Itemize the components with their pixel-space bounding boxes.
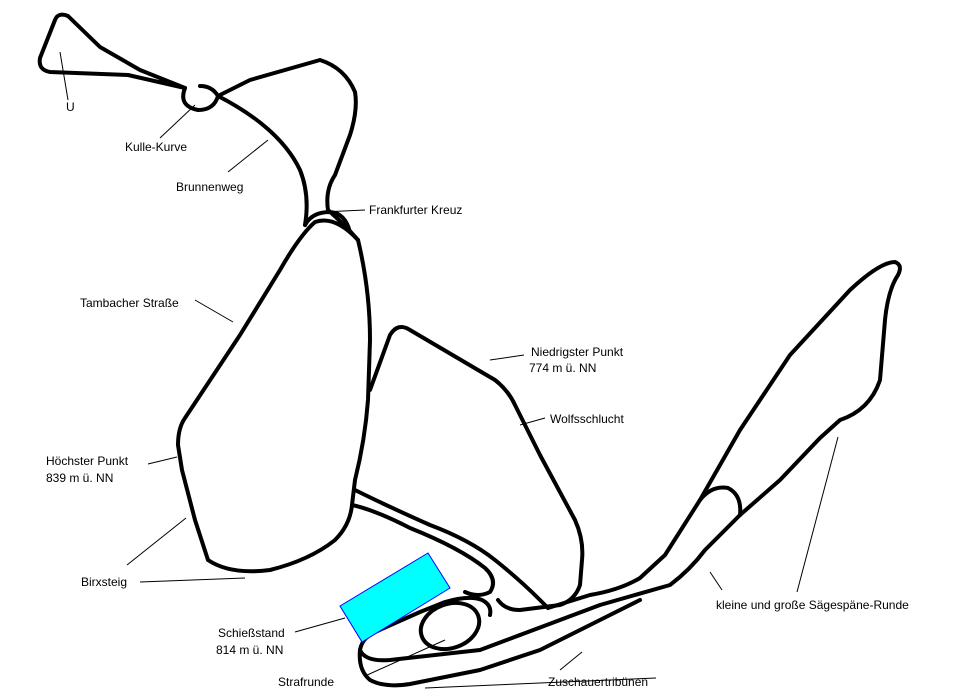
leader-schiessstand xyxy=(294,617,346,633)
label-schiessstand: Schießstand xyxy=(218,626,285,640)
labels: U Kulle-Kurve Brunnenweg Frankfurter Kre… xyxy=(46,100,909,689)
leader-zuschauer-1 xyxy=(559,651,583,671)
track-upper-loop xyxy=(216,58,360,242)
track-lines xyxy=(37,12,902,688)
leader-saege-1 xyxy=(709,571,723,591)
leader-u xyxy=(59,51,69,101)
label-birxsteig: Birxsteig xyxy=(81,575,127,589)
leader-lines xyxy=(59,51,839,689)
label-zuschauertribuenen: Zuschauertribünen xyxy=(548,675,648,689)
track-strafrunde xyxy=(418,600,482,652)
leader-tambacher xyxy=(194,299,234,323)
leader-brunnenweg xyxy=(227,139,269,173)
leader-birxsteig xyxy=(126,517,187,566)
label-niedrigster-punkt-height: 774 m ü. NN xyxy=(529,361,596,375)
leader-saege-2 xyxy=(796,436,839,593)
track-saegespaene-inner xyxy=(698,485,743,517)
leader-hoechster xyxy=(147,456,178,465)
track-kulle-kurve xyxy=(181,84,220,112)
label-hoechster-punkt-height: 839 m ü. NN xyxy=(46,471,113,485)
label-schiessstand-height: 814 m ü. NN xyxy=(216,643,283,657)
track-inner-return xyxy=(350,503,496,597)
leader-zuschauer-2 xyxy=(424,677,657,689)
label-saegespaene-runde: kleine und große Sägespäne-Runde xyxy=(716,598,909,612)
track-stadium-lower xyxy=(357,598,642,688)
leader-kulle-kurve xyxy=(159,104,196,139)
track-brunnenweg xyxy=(216,94,309,227)
label-niedrigster-punkt: Niedrigster Punkt xyxy=(531,345,624,359)
leader-strafrunde xyxy=(364,639,446,677)
track-middle-loop xyxy=(368,324,585,612)
shooting-range xyxy=(339,552,451,643)
track-u-loop xyxy=(37,12,187,90)
track-inner-connector xyxy=(353,488,550,610)
label-strafrunde: Strafrunde xyxy=(278,675,334,689)
label-u: U xyxy=(66,100,75,114)
label-wolfsschlucht: Wolfsschlucht xyxy=(550,412,624,426)
track-saegespaene-outer xyxy=(518,260,902,637)
leader-niedrigster xyxy=(489,354,525,361)
leader-birxsteig-2 xyxy=(139,577,246,583)
leader-wolfsschlucht xyxy=(519,417,546,426)
label-tambacher-strasse: Tambacher Straße xyxy=(80,296,179,310)
label-kulle-kurve: Kulle-Kurve xyxy=(125,140,187,154)
leader-frankfurter-kreuz xyxy=(321,209,366,213)
label-hoechster-punkt: Höchster Punkt xyxy=(46,454,129,468)
label-brunnenweg: Brunnenweg xyxy=(176,180,243,194)
track-left-loop xyxy=(176,218,372,574)
label-frankfurter-kreuz: Frankfurter Kreuz xyxy=(369,203,462,217)
